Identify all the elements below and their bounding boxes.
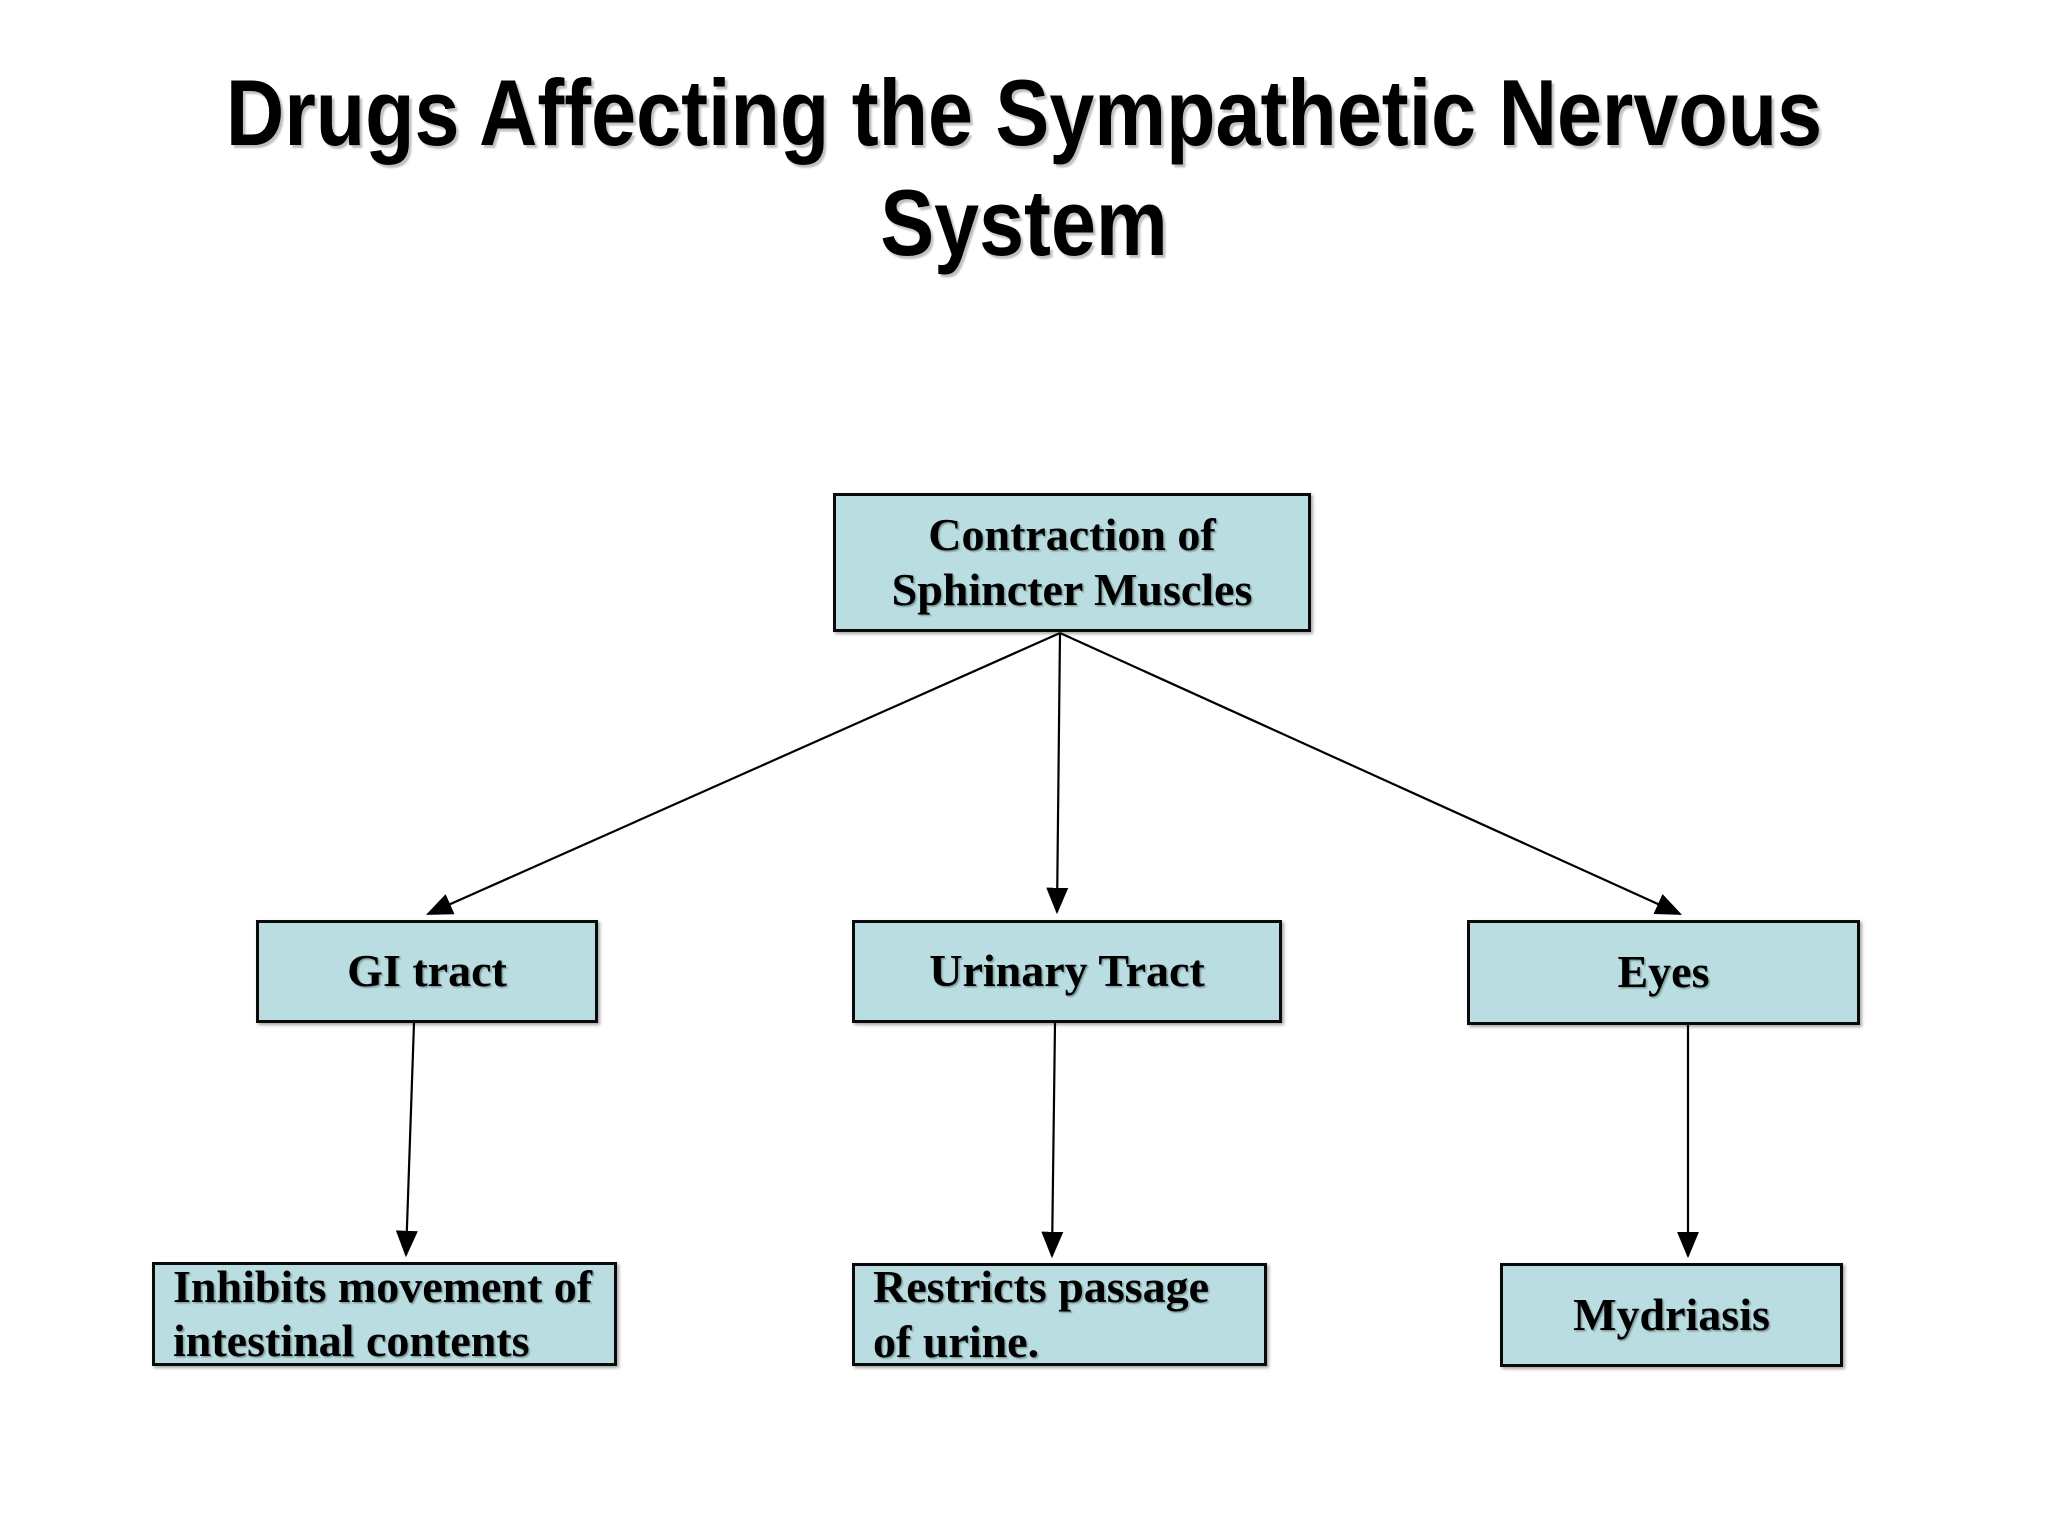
node-label: Contraction of Sphincter Muscles (891, 509, 1253, 615)
node-eyes: Eyes (1467, 920, 1860, 1025)
node-label: GI tract (347, 945, 507, 997)
connector-urinary-tract-to-restricts (1041, 1022, 1064, 1259)
connector-contraction-to-urinary-tract (1046, 632, 1069, 915)
connector-contraction-to-gi-tract (425, 631, 1061, 916)
node-label: Urinary Tract (929, 945, 1205, 997)
node-urinary-tract: Urinary Tract (852, 920, 1282, 1023)
node-label: Eyes (1617, 946, 1710, 998)
node-inhibits-movement: Inhibits movement of intestinal contents (152, 1260, 617, 1366)
node-label: Mydriasis (1573, 1288, 1770, 1340)
connector-contraction-to-eyes (1059, 631, 1683, 916)
node-contraction-of-sphincter-muscles: Contraction of Sphincter Muscles (833, 493, 1311, 632)
connector-gi-tract-to-inhibits (395, 1022, 418, 1258)
node-mydriasis: Mydriasis (1500, 1263, 1843, 1367)
node-label: Restricts passage of urine. (873, 1261, 1209, 1367)
node-gi-tract: GI tract (256, 920, 598, 1023)
slide-title: Drugs Affecting the Sympathetic Nervous … (225, 60, 1823, 275)
node-restricts-urine: Restricts passage of urine. (852, 1261, 1267, 1367)
node-label: Inhibits movement of intestinal contents (173, 1260, 593, 1366)
